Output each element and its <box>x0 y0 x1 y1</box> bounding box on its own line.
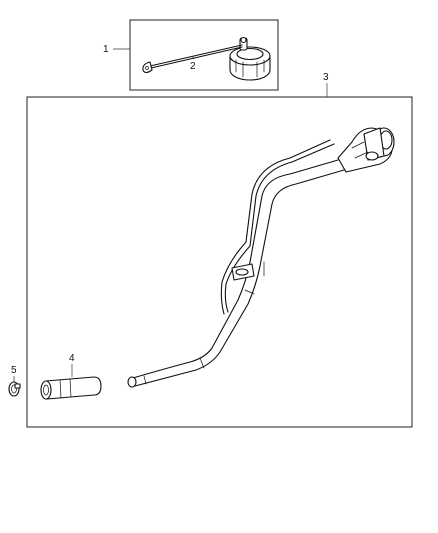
fuel-filler-tube-icon <box>127 127 395 388</box>
callout-4: 4 <box>69 353 75 364</box>
hose-clamp-icon <box>8 381 21 397</box>
callout-1: 1 <box>103 44 109 55</box>
fuel-cap-icon <box>229 36 271 81</box>
cap-assembly-box <box>129 19 279 91</box>
callout-5: 5 <box>11 365 17 376</box>
filler-tube-box <box>26 96 413 428</box>
hose-icon <box>40 376 102 400</box>
tether-strap-icon <box>142 44 243 74</box>
callout-2: 2 <box>190 61 196 72</box>
callout-3: 3 <box>323 72 329 83</box>
